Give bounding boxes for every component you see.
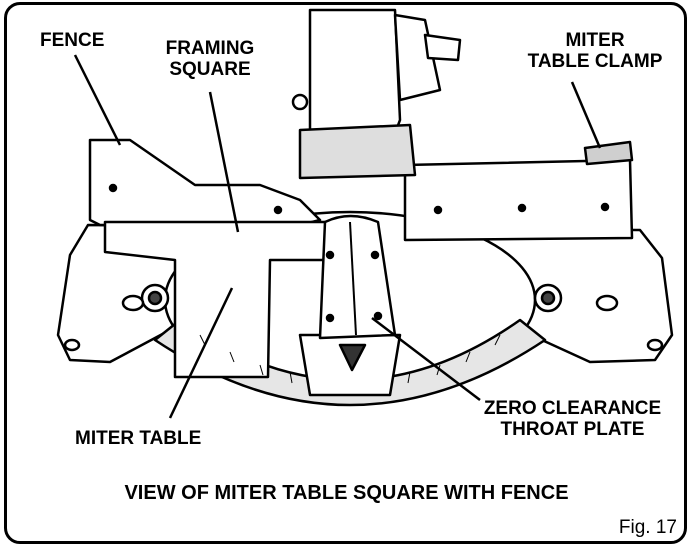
figure-caption: VIEW OF MITER TABLE SQUARE WITH FENCE xyxy=(124,482,569,504)
miter-pointer xyxy=(338,343,367,372)
fence-left xyxy=(88,138,322,227)
miter-table-clamp-label: MITER TABLE CLAMP xyxy=(505,30,685,72)
miter-clamp-label-line2: TABLE CLAMP xyxy=(527,51,663,72)
miter-scale xyxy=(153,318,547,407)
throat-plate-label: ZERO CLEARANCE THROAT PLATE xyxy=(470,398,675,440)
framing-square-label-line2: SQUARE xyxy=(169,59,251,80)
framing-square-label: FRAMING SQUARE xyxy=(150,38,270,80)
leader-lines xyxy=(73,54,602,419)
fence-right xyxy=(403,158,634,242)
throat-plate-label-line2: THROAT PLATE xyxy=(500,419,645,440)
throat-plate-label-line1: ZERO CLEARANCE xyxy=(483,398,662,419)
figure-frame xyxy=(4,2,687,544)
zero-clearance-throat-plate xyxy=(318,214,397,340)
figure-number: Fig. 17 xyxy=(618,517,677,538)
framing-square-label-line1: FRAMING xyxy=(165,38,255,59)
miter-table-clamp xyxy=(583,140,634,166)
fence-label: FENCE xyxy=(40,30,105,51)
miter-table-label: MITER TABLE xyxy=(75,428,202,449)
miter-clamp-label-line1: MITER xyxy=(565,30,625,51)
